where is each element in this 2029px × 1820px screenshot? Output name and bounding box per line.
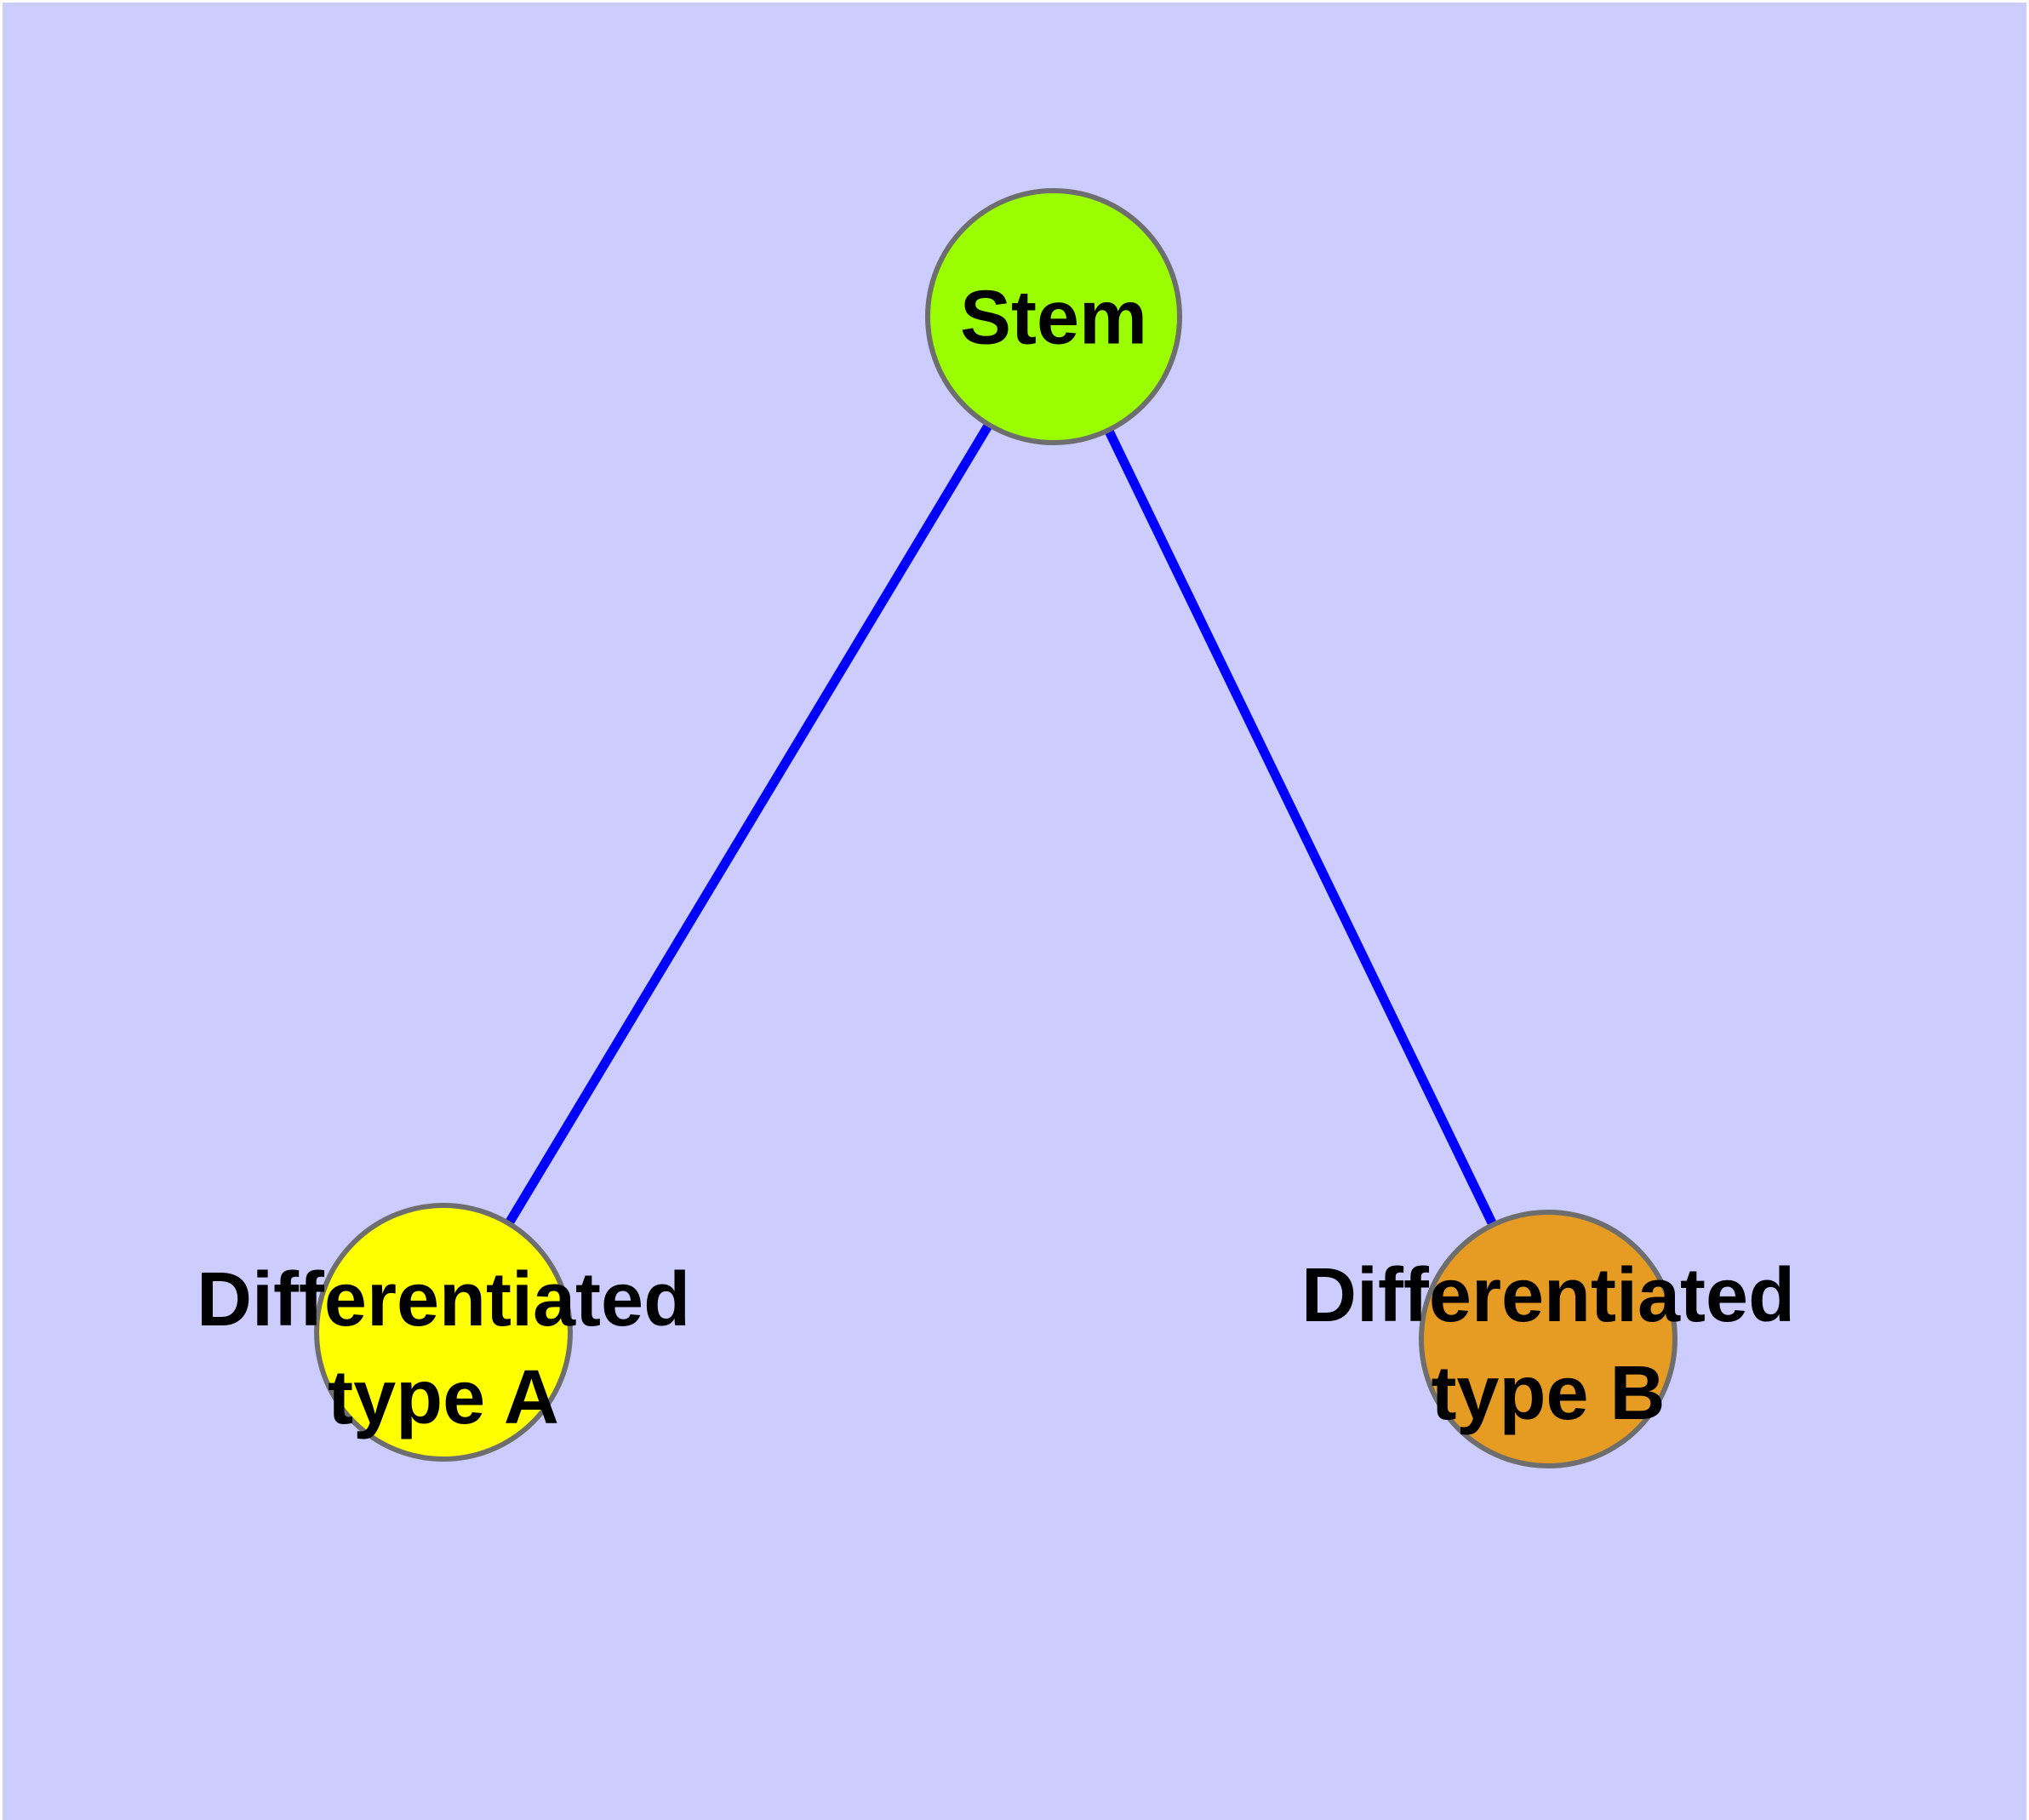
node-label-stem: Stem <box>960 270 1147 368</box>
node-label-line: type B <box>1431 1351 1666 1436</box>
node-stem <box>925 188 1182 445</box>
node-label-differentiated-type-a: Differentiated type A <box>197 1251 690 1447</box>
edges-layer <box>439 314 1552 1342</box>
node-label-line: type A <box>328 1355 559 1440</box>
diagram-canvas: Stem Differentiated type A Differentiate… <box>3 3 2026 1820</box>
node-differentiated-type-b <box>1419 1210 1677 1468</box>
node-differentiated-type-a <box>314 1203 573 1462</box>
node-label-line: Differentiated <box>196 1257 691 1342</box>
edge-stem-to-type-a <box>439 314 1058 1335</box>
node-label-differentiated-type-b: Differentiated type B <box>1301 1247 1795 1443</box>
edge-stem-to-type-b <box>1049 314 1552 1342</box>
node-label-line: Differentiated <box>1300 1253 1796 1338</box>
node-label-stem-line: Stem <box>959 275 1148 361</box>
